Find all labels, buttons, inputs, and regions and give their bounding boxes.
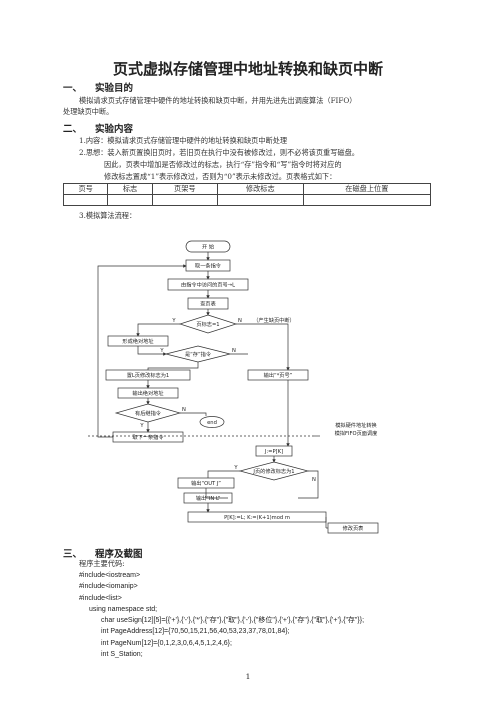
set-modify-label: 置L页修改标志为1 [127, 371, 170, 379]
yes-label: Y [139, 423, 144, 429]
no-label: N [232, 348, 236, 354]
end-terminal [199, 416, 225, 428]
table-row [62, 194, 432, 206]
code-block: #include<iostream> #include<iomanip> #in… [79, 570, 364, 660]
page-title: 页式虚拟存储管理中地址转换和缺页中断 [112, 60, 383, 78]
no-label: N [238, 318, 242, 324]
modify-table-box [327, 522, 379, 534]
code-line: #include<iostream> [79, 572, 141, 579]
code-line: using namespace std; [89, 605, 158, 613]
output-page-box [247, 369, 309, 381]
end-label: end [207, 420, 217, 426]
table-header-cell: 修改标志 [216, 183, 304, 195]
table-cell [107, 194, 153, 206]
replace-label: P[K]:=L; K:=(K+1)mod m [224, 515, 290, 521]
list-item-continuation: 因此，页表中增加是否修改过的标志，执行“存”指令和“写”指令时将对应的 [104, 160, 342, 169]
output-page-label: 输出“*页号” [264, 371, 293, 379]
yes-label: Y [171, 318, 176, 324]
section-title: 程序及截图 [95, 549, 143, 560]
code-line: int PageNum[12]={0,1,2,3,0,6,4,5,1,2,4,6… [101, 639, 232, 647]
table-header-row: 页号 标志 页架号 修改标志 在磁盘上位置 [62, 183, 432, 195]
table-header-cell: 标志 [107, 183, 153, 195]
table-cell [302, 194, 432, 206]
calc-page-label: 由指令中访问的页号→L [181, 281, 235, 289]
table-cell [216, 194, 304, 206]
output-address-label: 输出绝对地址 [132, 389, 163, 397]
section-heading-1: 一、 实验目的 [63, 80, 133, 94]
fetch-next-label: 取下一条指令 [132, 433, 164, 441]
list-item-continuation: 修改标志置成“1”表示修改过，否则为“0”表示未修改过。页表格式如下： [104, 172, 337, 181]
code-line: #include<list> [79, 594, 122, 602]
start-label: 开 始 [202, 243, 215, 251]
paragraph-line: 模拟请求页式存储管理中硬件的地址转换和缺页中断，并用先进先出调度算法（FIFO） [79, 96, 357, 105]
code-line: #include<iomanip> [79, 583, 138, 591]
yes-label: Y [159, 348, 164, 354]
yes-label: Y [233, 465, 238, 471]
j-assign-label: J:=P[K] [264, 449, 283, 455]
code-intro: 程序主要代码: [79, 559, 125, 568]
j-modify-label: J页的修改标志为1 [252, 467, 294, 475]
store-instruction-label: 是“存”指令 [185, 350, 212, 358]
algorithm-flowchart: 开 始 取一条指令 由指令中访问的页号→L 查页表 页标志=1 Y N （产生缺… [88, 240, 379, 534]
page-flag-decision [178, 314, 238, 334]
output-out-label: 输出“OUT J” [191, 479, 221, 487]
section-number: 一、 [63, 83, 83, 94]
list-item: 2.思想：装入新页置换旧页时，若旧页在执行中没有被修改过，则不必将该页重写磁盘。 [79, 148, 359, 157]
section-heading-3: 三、 程序及截图 [63, 546, 143, 560]
no-label: N [182, 407, 186, 413]
section-number: 三、 [63, 549, 83, 560]
more-instructions-label: 有后继指令 [135, 409, 162, 417]
code-line: char useSign[12][5]={{'+'},{'-'},{'*'},{… [101, 617, 365, 625]
output-in-label: 输出“IN L” [196, 494, 221, 502]
section-number: 二、 [63, 124, 83, 135]
list-item: 3.模拟算法流程： [79, 211, 137, 220]
table-header-cell: 页架号 [151, 183, 218, 195]
side-label-hardware: 模拟硬件地址转换 [335, 421, 377, 429]
section-title: 实验目的 [95, 83, 134, 94]
table-header-cell: 页号 [62, 183, 109, 195]
table-cell [151, 194, 218, 206]
table-header-cell: 在磁盘上位置 [302, 183, 432, 195]
paragraph-line: 处理缺页中断。 [63, 107, 114, 116]
page-fault-label: （产生缺页中断） [253, 316, 295, 324]
no-label: N [312, 477, 316, 483]
j-modify-decision [238, 461, 310, 481]
form-address-label: 形成绝对地址 [122, 337, 153, 345]
page-number: 1 [245, 672, 251, 681]
table-cell [62, 194, 109, 206]
modify-table-label: 修改页表 [343, 524, 365, 532]
page-table-format: 页号 标志 页架号 修改标志 在磁盘上位置 [62, 183, 432, 206]
side-label-fifo: 模拟FIFO页面调度 [335, 429, 378, 437]
section-heading-2: 二、 实验内容 [63, 121, 133, 135]
code-line: int PageAddress[12]={70,50,15,21,56,40,5… [101, 628, 290, 636]
section-title: 实验内容 [95, 124, 134, 135]
fetch-label: 取一条指令 [195, 262, 222, 270]
page-flag-label: 页标志=1 [196, 320, 219, 328]
list-item: 1.内容：模拟请求页式存储管理中硬件的地址转换和缺页中断处理 [79, 136, 288, 145]
code-line: int S_Station; [101, 651, 143, 659]
lookup-label: 查页表 [200, 300, 216, 308]
